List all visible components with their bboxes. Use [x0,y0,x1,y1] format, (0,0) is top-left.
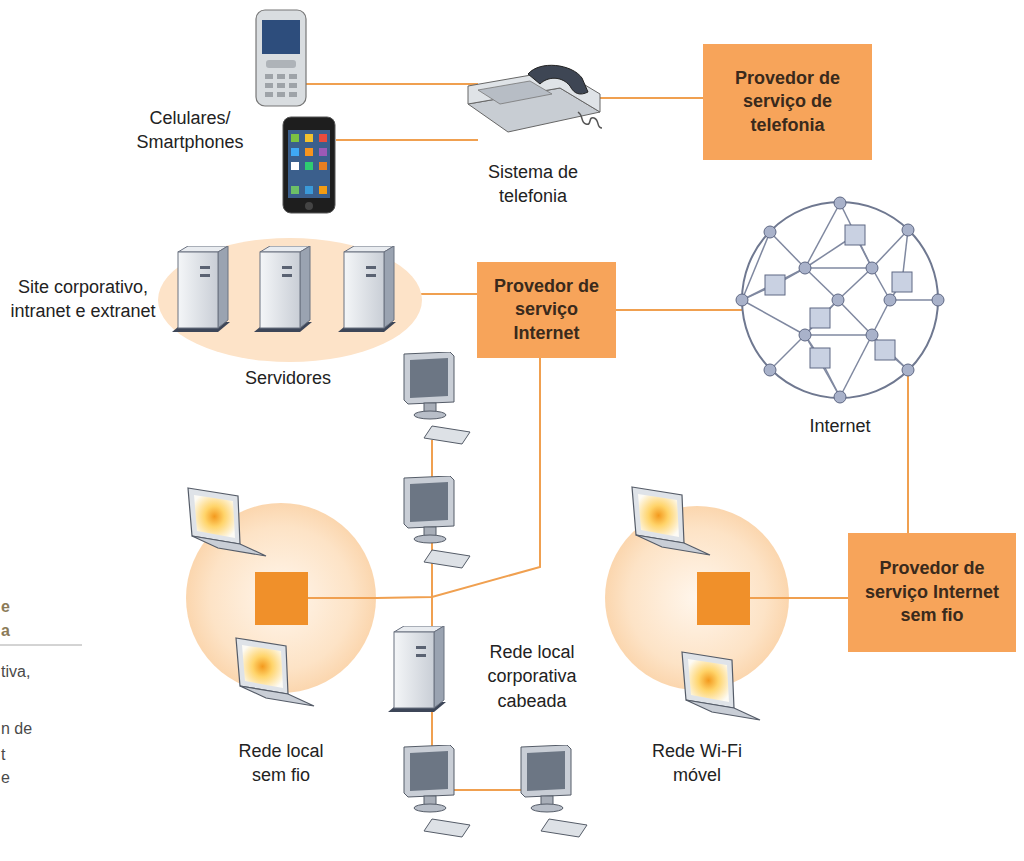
cut-off-text: tiva, [1,661,61,683]
cut-off-text: n de [1,718,61,740]
laptop [188,488,266,556]
desktop-computer [521,745,587,837]
server [338,246,396,332]
desktop-computer [404,476,470,568]
network-circle: Rede Wi-Fi móvel [605,506,789,690]
internet-globe: Internet [740,200,940,400]
network-halo [186,503,376,693]
telephone-set [468,65,602,132]
desktop-computer [404,745,470,837]
box-label: Provedor de serviço Internet [489,275,604,345]
laptop [632,487,710,555]
service-provider-box: Provedor de serviço Internet [477,262,616,358]
box-label: Provedor de serviço de telefonia [715,67,860,137]
globe-outline [740,200,940,400]
server [254,246,312,332]
laptop [682,652,760,720]
network-label: Rede Wi-Fi móvel [645,739,749,788]
device-label: Sistema de telefonia [470,160,596,209]
cut-off-text: e [1,596,31,618]
lan-server [388,626,446,712]
network-label: Internet [785,414,895,438]
cut-off-text: e [1,767,31,789]
network-link [789,597,848,599]
access-point [255,572,308,625]
server-label: Site corporativo, intranet e extranet [4,275,162,324]
device-label: Celulares/ Smartphones [116,106,264,155]
network-halo [605,506,789,690]
cut-off-text: t [1,744,31,766]
network-label: Rede local corporativa cabeada [468,640,596,713]
box-label: Provedor de serviço Internet sem fio [860,557,1004,627]
network-link [907,371,909,533]
server [172,246,230,332]
access-point [697,572,750,625]
mobile-phone [256,10,306,106]
laptop [236,638,314,706]
network-link [616,309,743,311]
service-provider-box: Provedor de serviço Internet sem fio [848,533,1016,652]
desktop-computer [404,352,470,444]
network-circle: Rede local sem fio [186,503,376,693]
service-provider-box: Provedor de serviço de telefonia [703,44,872,160]
device-label: Servidores [236,366,340,390]
smartphone [283,117,335,213]
cut-off-text: a [1,620,31,642]
network-label: Rede local sem fio [225,739,337,788]
network-link [376,358,540,598]
